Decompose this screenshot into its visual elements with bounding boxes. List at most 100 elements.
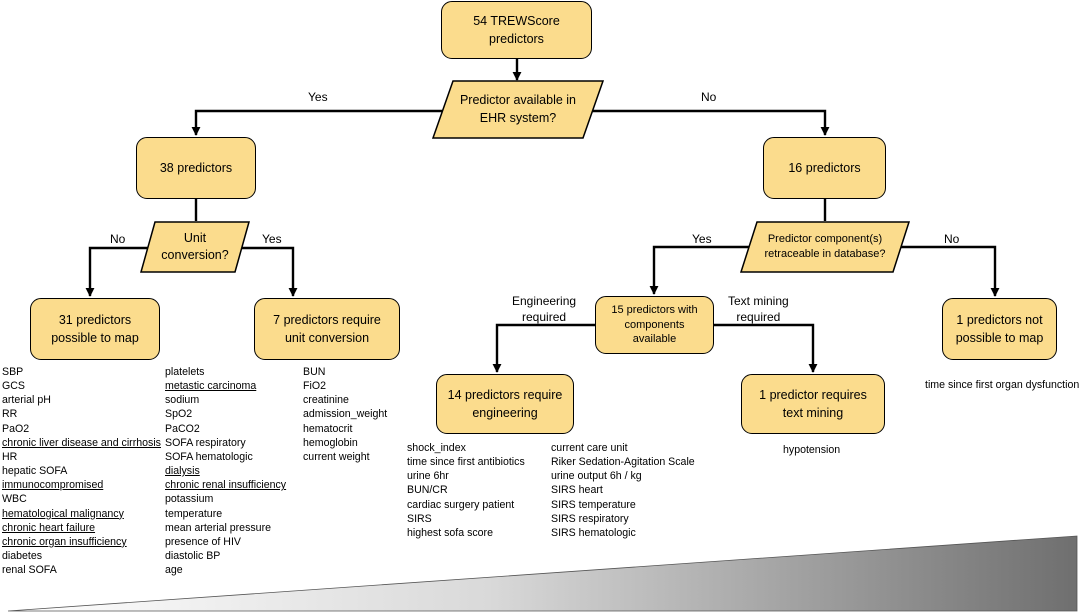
edge-retrace-no (896, 245, 1000, 297)
predictor-item: potassium (165, 493, 214, 506)
node-15-line2: components available (624, 318, 685, 346)
predictor-item: SIRS temperature (551, 498, 636, 511)
label-unit-yes: Yes (262, 232, 282, 246)
node-31-line1: 31 predictors (58, 312, 132, 327)
predictor-item: RR (2, 408, 18, 421)
predictor-item: BUN (303, 366, 326, 378)
not-mappable-predictor: time since first organ dysfunction (925, 379, 1080, 391)
predictor-item: SIRS (407, 512, 432, 525)
predictor-item: mean arterial pressure (165, 521, 271, 534)
label-text-mining-line1: Text mining (728, 294, 789, 308)
node-1-not-possible: 1 predictors not possible to map (942, 298, 1057, 360)
node-38-predictors: 38 predictors (136, 137, 256, 199)
node-16-predictors: 16 predictors (763, 137, 886, 199)
predictor-item: urine output 6h / kg (551, 470, 642, 483)
node-1-text-line2: text mining (782, 406, 844, 420)
label-retrace-yes: Yes (692, 232, 712, 246)
node-7-line1: 7 predictors require (273, 312, 381, 327)
decision-retraceable: Predictor component(s) retraceable in dat… (739, 221, 911, 273)
node-1-text-line1: 1 predictor requires (759, 387, 867, 402)
node-1-not-line2: possible to map (955, 331, 1044, 345)
label-unit-no: No (110, 232, 126, 246)
label-availability-no: No (701, 90, 717, 104)
label-availability-yes: Yes (308, 90, 328, 104)
predictor-item: platelets (165, 366, 205, 378)
predictor-item: creatinine (303, 394, 349, 407)
edge-availability-no (592, 109, 830, 136)
decision-ehr-line2: EHR system? (479, 110, 557, 125)
predictor-item: hemoglobin (303, 436, 358, 449)
predictor-item: HR (2, 450, 18, 463)
node-54-predictors: 54 TREWScore predictors (441, 1, 592, 59)
predictor-item: dialysis (165, 465, 200, 478)
decision-unit-line2: conversion? (161, 248, 229, 262)
predictor-item: chronic heart failure (2, 521, 96, 534)
predictor-item: cardiac surgery patient (407, 498, 515, 511)
gradient-ramp (7, 535, 1078, 612)
predictor-item: time since first antibiotics (407, 456, 525, 469)
edge-retrace-yes (649, 245, 756, 295)
label-text-mining-line2: required (736, 309, 781, 324)
predictor-item: SOFA hematologic (165, 450, 253, 463)
predictor-item: SpO2 (165, 408, 193, 421)
edge-unit-yes (239, 246, 298, 297)
predictor-item: BUN/CR (407, 484, 448, 497)
predictor-item: SOFA respiratory (165, 436, 246, 449)
predictor-item: sodium (165, 394, 200, 407)
node-1-text-mining: 1 predictor requires text mining (741, 374, 885, 434)
predictor-item: shock_index (407, 442, 466, 454)
predictor-item: SIRS heart (551, 484, 603, 497)
predictor-item: SIRS hematologic (551, 526, 636, 539)
predictor-item: chronic liver disease and cirrhosis (2, 436, 161, 449)
predictor-item: metastic carcinoma (165, 380, 257, 393)
predictor-item: admission_weight (303, 408, 388, 421)
decision-ehr-availability: Predictor available in EHR system? (431, 80, 605, 139)
predictor-item: hepatic SOFA (2, 465, 68, 478)
decision-retrace-line1: Predictor component(s) (767, 233, 883, 246)
predictor-item: PaCO2 (165, 422, 200, 435)
predictor-item: Riker Sedation-Agitation Scale (551, 456, 695, 469)
label-retrace-no: No (944, 232, 960, 246)
node-7-line2: unit conversion (284, 331, 370, 345)
node-1-not-line1: 1 predictors not (956, 312, 1043, 327)
predictor-item: FiO2 (303, 380, 326, 393)
predictor-item: diastolic BP (165, 550, 221, 563)
predictor-item: current care unit (551, 442, 628, 454)
label-engineering-line2: required (522, 309, 567, 324)
decision-ehr-line1: Predictor available in (459, 93, 577, 107)
decision-unit-conversion: Unit conversion? (140, 221, 250, 273)
predictor-item: SIRS respiratory (551, 512, 629, 525)
predictor-item: hematocrit (303, 422, 353, 435)
predictor-item: chronic renal insufficiency (165, 479, 287, 492)
node-14-line2: engineering (472, 406, 538, 420)
decision-unit-line1: Unit (183, 230, 207, 245)
predictor-item: GCS (2, 380, 25, 393)
predictor-item: temperature (165, 507, 223, 520)
predictor-item: presence of HIV (165, 535, 241, 548)
predictor-item: chronic organ insufficiency (2, 535, 127, 548)
predictor-item: WBC (2, 493, 27, 506)
node-16-label: 16 predictors (788, 160, 861, 175)
predictor-item: highest sofa score (407, 526, 493, 539)
predictor-item: urine 6hr (407, 470, 449, 483)
decision-retrace-line2: retraceable in database? (764, 248, 886, 260)
predictor-item: arterial pH (2, 394, 51, 407)
node-38-label: 38 predictors (159, 160, 233, 175)
edge-unit-no (85, 246, 152, 297)
predictor-item: SBP (2, 366, 24, 378)
text-mining-predictor: hypotension (783, 444, 841, 456)
node-7-unit-conversion: 7 predictors require unit conversion (254, 298, 400, 360)
edge-engineering (492, 323, 595, 373)
